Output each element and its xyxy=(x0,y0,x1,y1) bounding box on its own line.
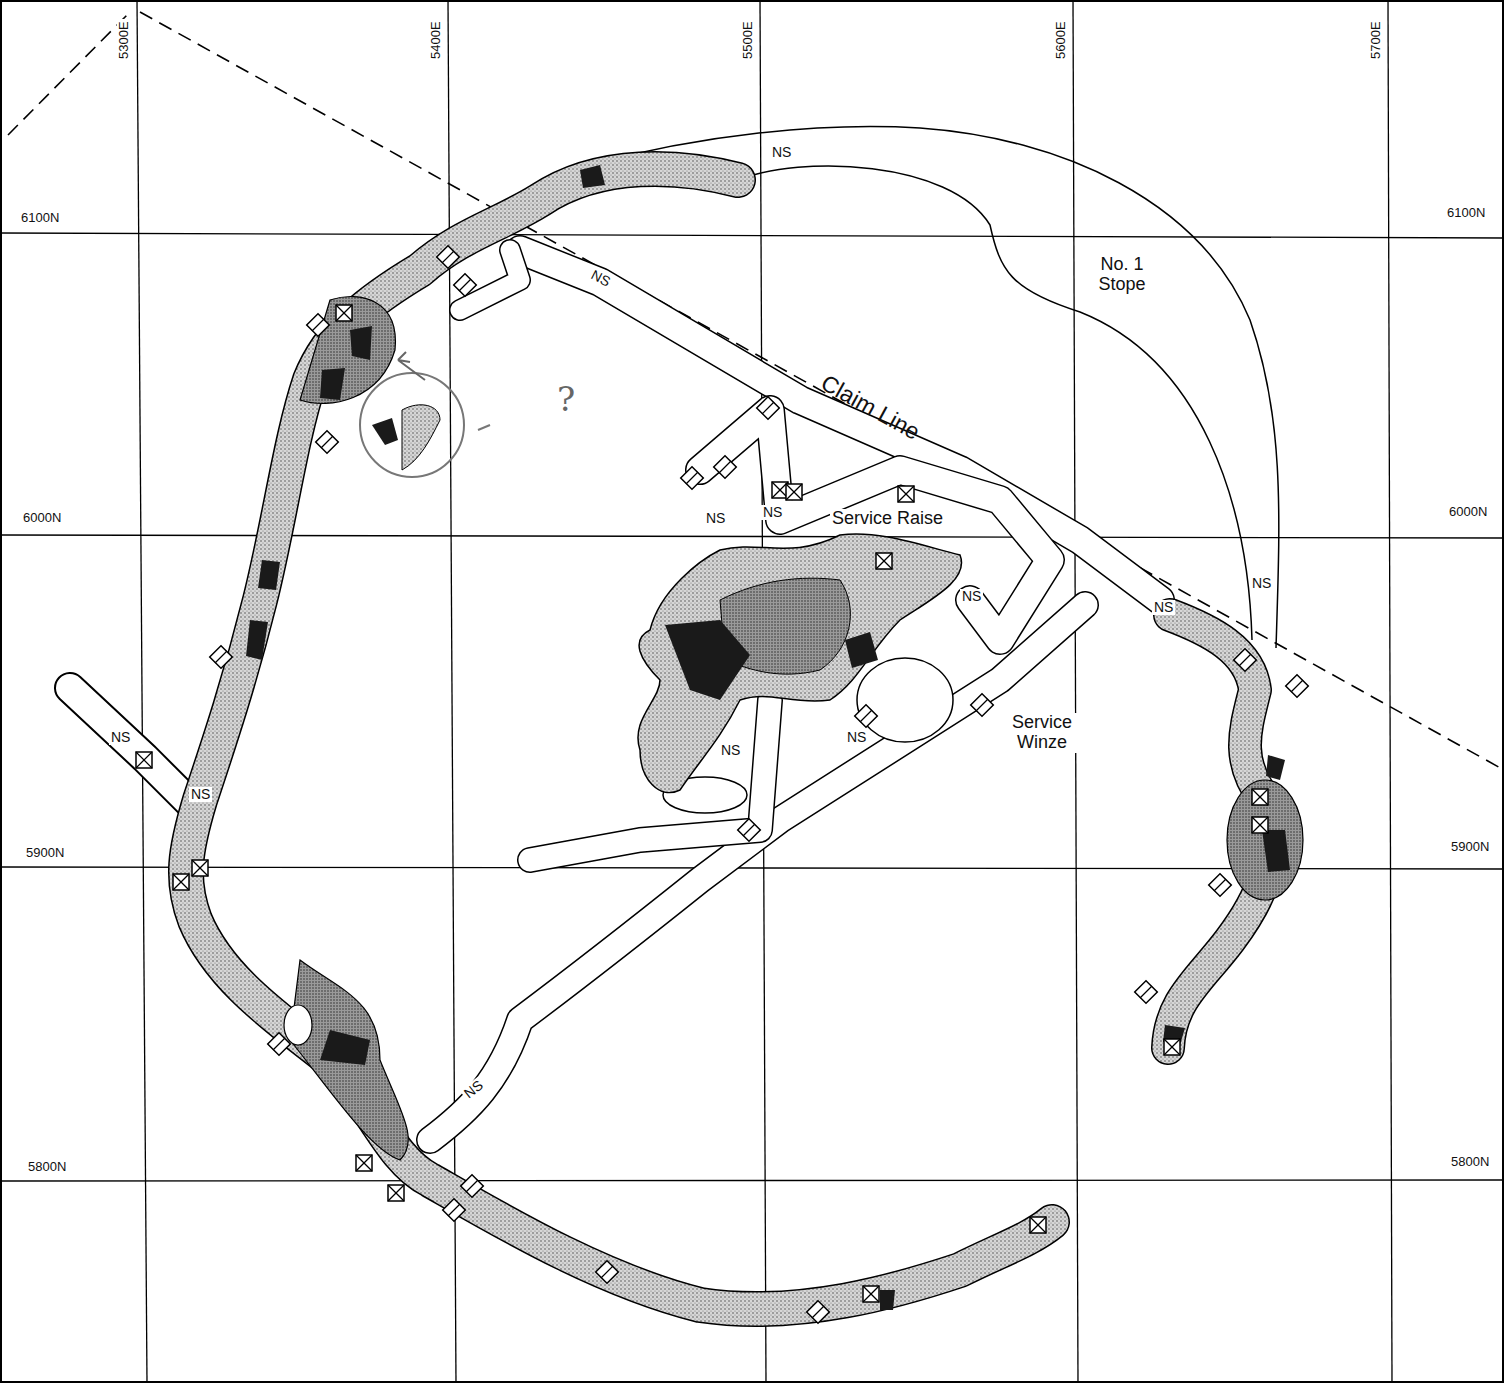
no-stope-mark: NS xyxy=(761,505,784,520)
grid-coordinate: 6100N xyxy=(19,211,61,225)
area-label: No. 1 Stope xyxy=(1081,255,1163,295)
no-stope-mark: NS xyxy=(1152,600,1175,615)
grid-coordinate: 5900N xyxy=(24,846,66,860)
no-stope-mark: NS xyxy=(960,589,983,604)
grid-coordinate: 6000N xyxy=(1447,505,1489,519)
no-stope-mark: NS xyxy=(189,787,212,802)
grid-coordinate: 5400E xyxy=(429,19,443,61)
workings-label: Service Raise xyxy=(830,509,945,529)
no-stope-mark: NS xyxy=(719,743,742,758)
handwritten-note: ? xyxy=(555,381,577,418)
no-stope-mark: NS xyxy=(845,730,868,745)
grid-coordinate: 5300E xyxy=(117,19,131,61)
grid-coordinate: 5700E xyxy=(1369,19,1383,61)
no-stope-mark: NS xyxy=(770,145,793,160)
grid-coordinate: 5500E xyxy=(741,19,755,61)
grid-coordinate: 5800N xyxy=(26,1160,68,1174)
grid-coordinate: 5600E xyxy=(1054,19,1068,61)
grid-coordinate: 5800N xyxy=(1449,1155,1491,1169)
grid-coordinate: 6000N xyxy=(21,511,63,525)
grid-coordinate: 6100N xyxy=(1445,206,1487,220)
no-stope-mark: NS xyxy=(109,730,132,745)
grid-coordinate: 5900N xyxy=(1449,840,1491,854)
no-stope-mark: NS xyxy=(704,511,727,526)
no-stope-mark: NS xyxy=(1250,576,1273,591)
area-label: Service Winze xyxy=(1000,713,1084,753)
